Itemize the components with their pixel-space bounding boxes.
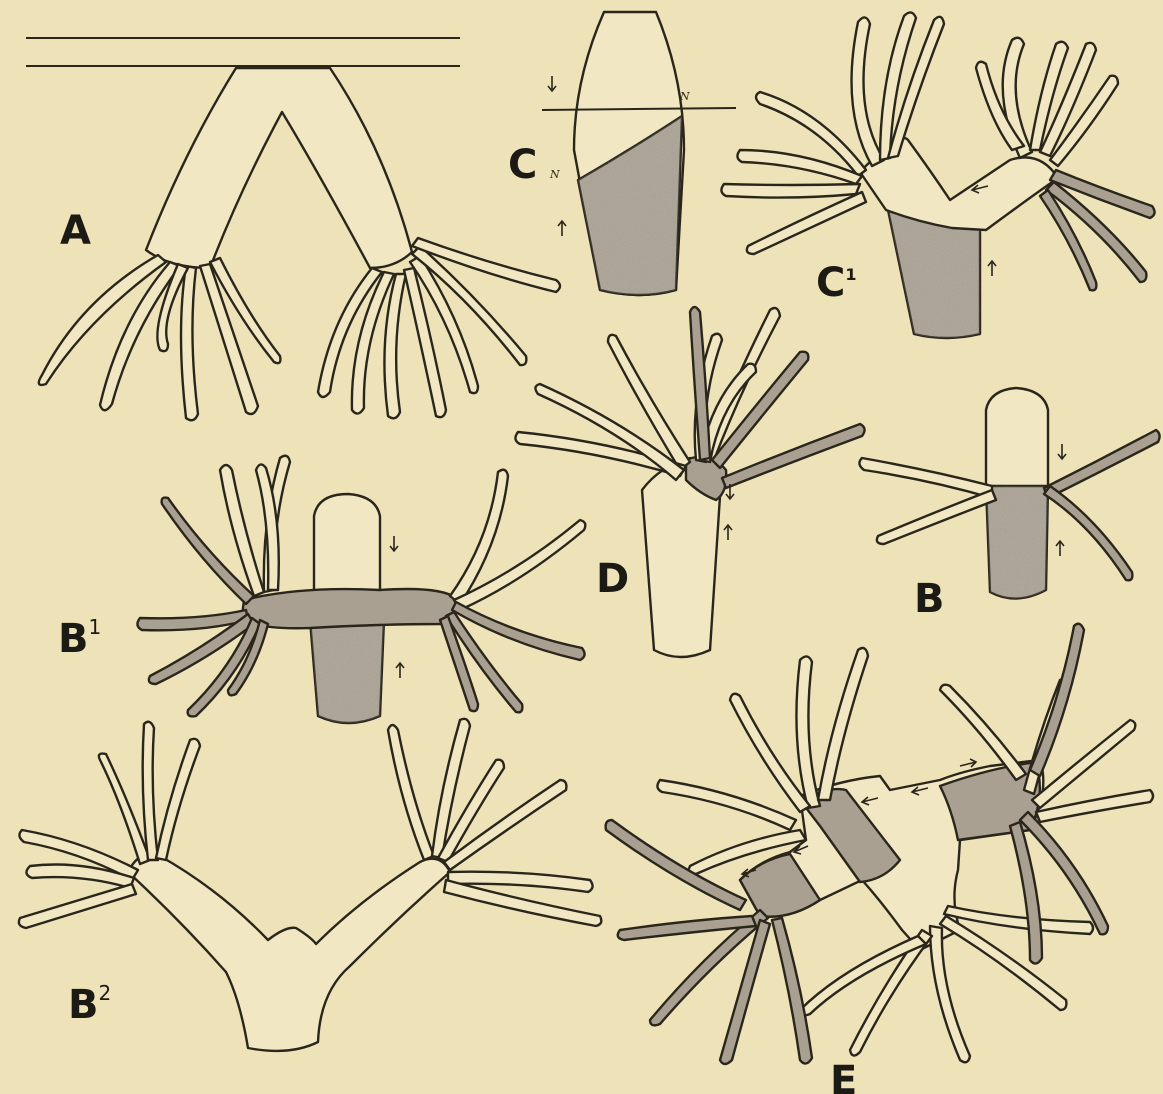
label-b2-sup: 2 xyxy=(99,981,112,1005)
figure-d xyxy=(515,307,864,657)
cut-line xyxy=(542,108,736,110)
figure-b xyxy=(859,388,1159,599)
tentacles-right xyxy=(318,238,560,418)
v-body xyxy=(128,854,450,1051)
tentacles-outline xyxy=(220,456,585,610)
forked-body xyxy=(146,68,412,268)
tentacles xyxy=(515,308,780,480)
mark-n-side: N xyxy=(549,168,560,181)
label-c1-letter: C xyxy=(816,260,845,306)
figure-c1 xyxy=(721,12,1154,338)
column-body xyxy=(986,388,1048,494)
label-c1: C1 xyxy=(816,260,857,306)
tentacles-left xyxy=(39,255,281,420)
tentacles-right xyxy=(976,38,1118,166)
label-a: A xyxy=(60,208,91,254)
direction-arrows xyxy=(548,76,566,236)
crossbar xyxy=(242,589,456,628)
label-b1-sup: 1 xyxy=(89,615,102,639)
figure-c: N N xyxy=(542,12,736,295)
figure-a xyxy=(26,38,560,420)
mark-n-top: N xyxy=(679,90,690,103)
label-b: B xyxy=(914,576,945,622)
label-b2: B2 xyxy=(68,981,111,1028)
label-c: C xyxy=(508,142,537,188)
label-e: E xyxy=(830,1058,857,1094)
figure-b1 xyxy=(137,456,585,723)
label-b1: B1 xyxy=(58,615,101,662)
label-b2-letter: B xyxy=(68,982,99,1028)
tentacles-shaded xyxy=(1040,170,1155,290)
top-knob xyxy=(314,494,380,600)
label-c1-sup: 1 xyxy=(845,265,856,284)
figure-e xyxy=(606,624,1153,1064)
label-b1-letter: B xyxy=(58,616,89,662)
label-d: D xyxy=(596,556,629,602)
